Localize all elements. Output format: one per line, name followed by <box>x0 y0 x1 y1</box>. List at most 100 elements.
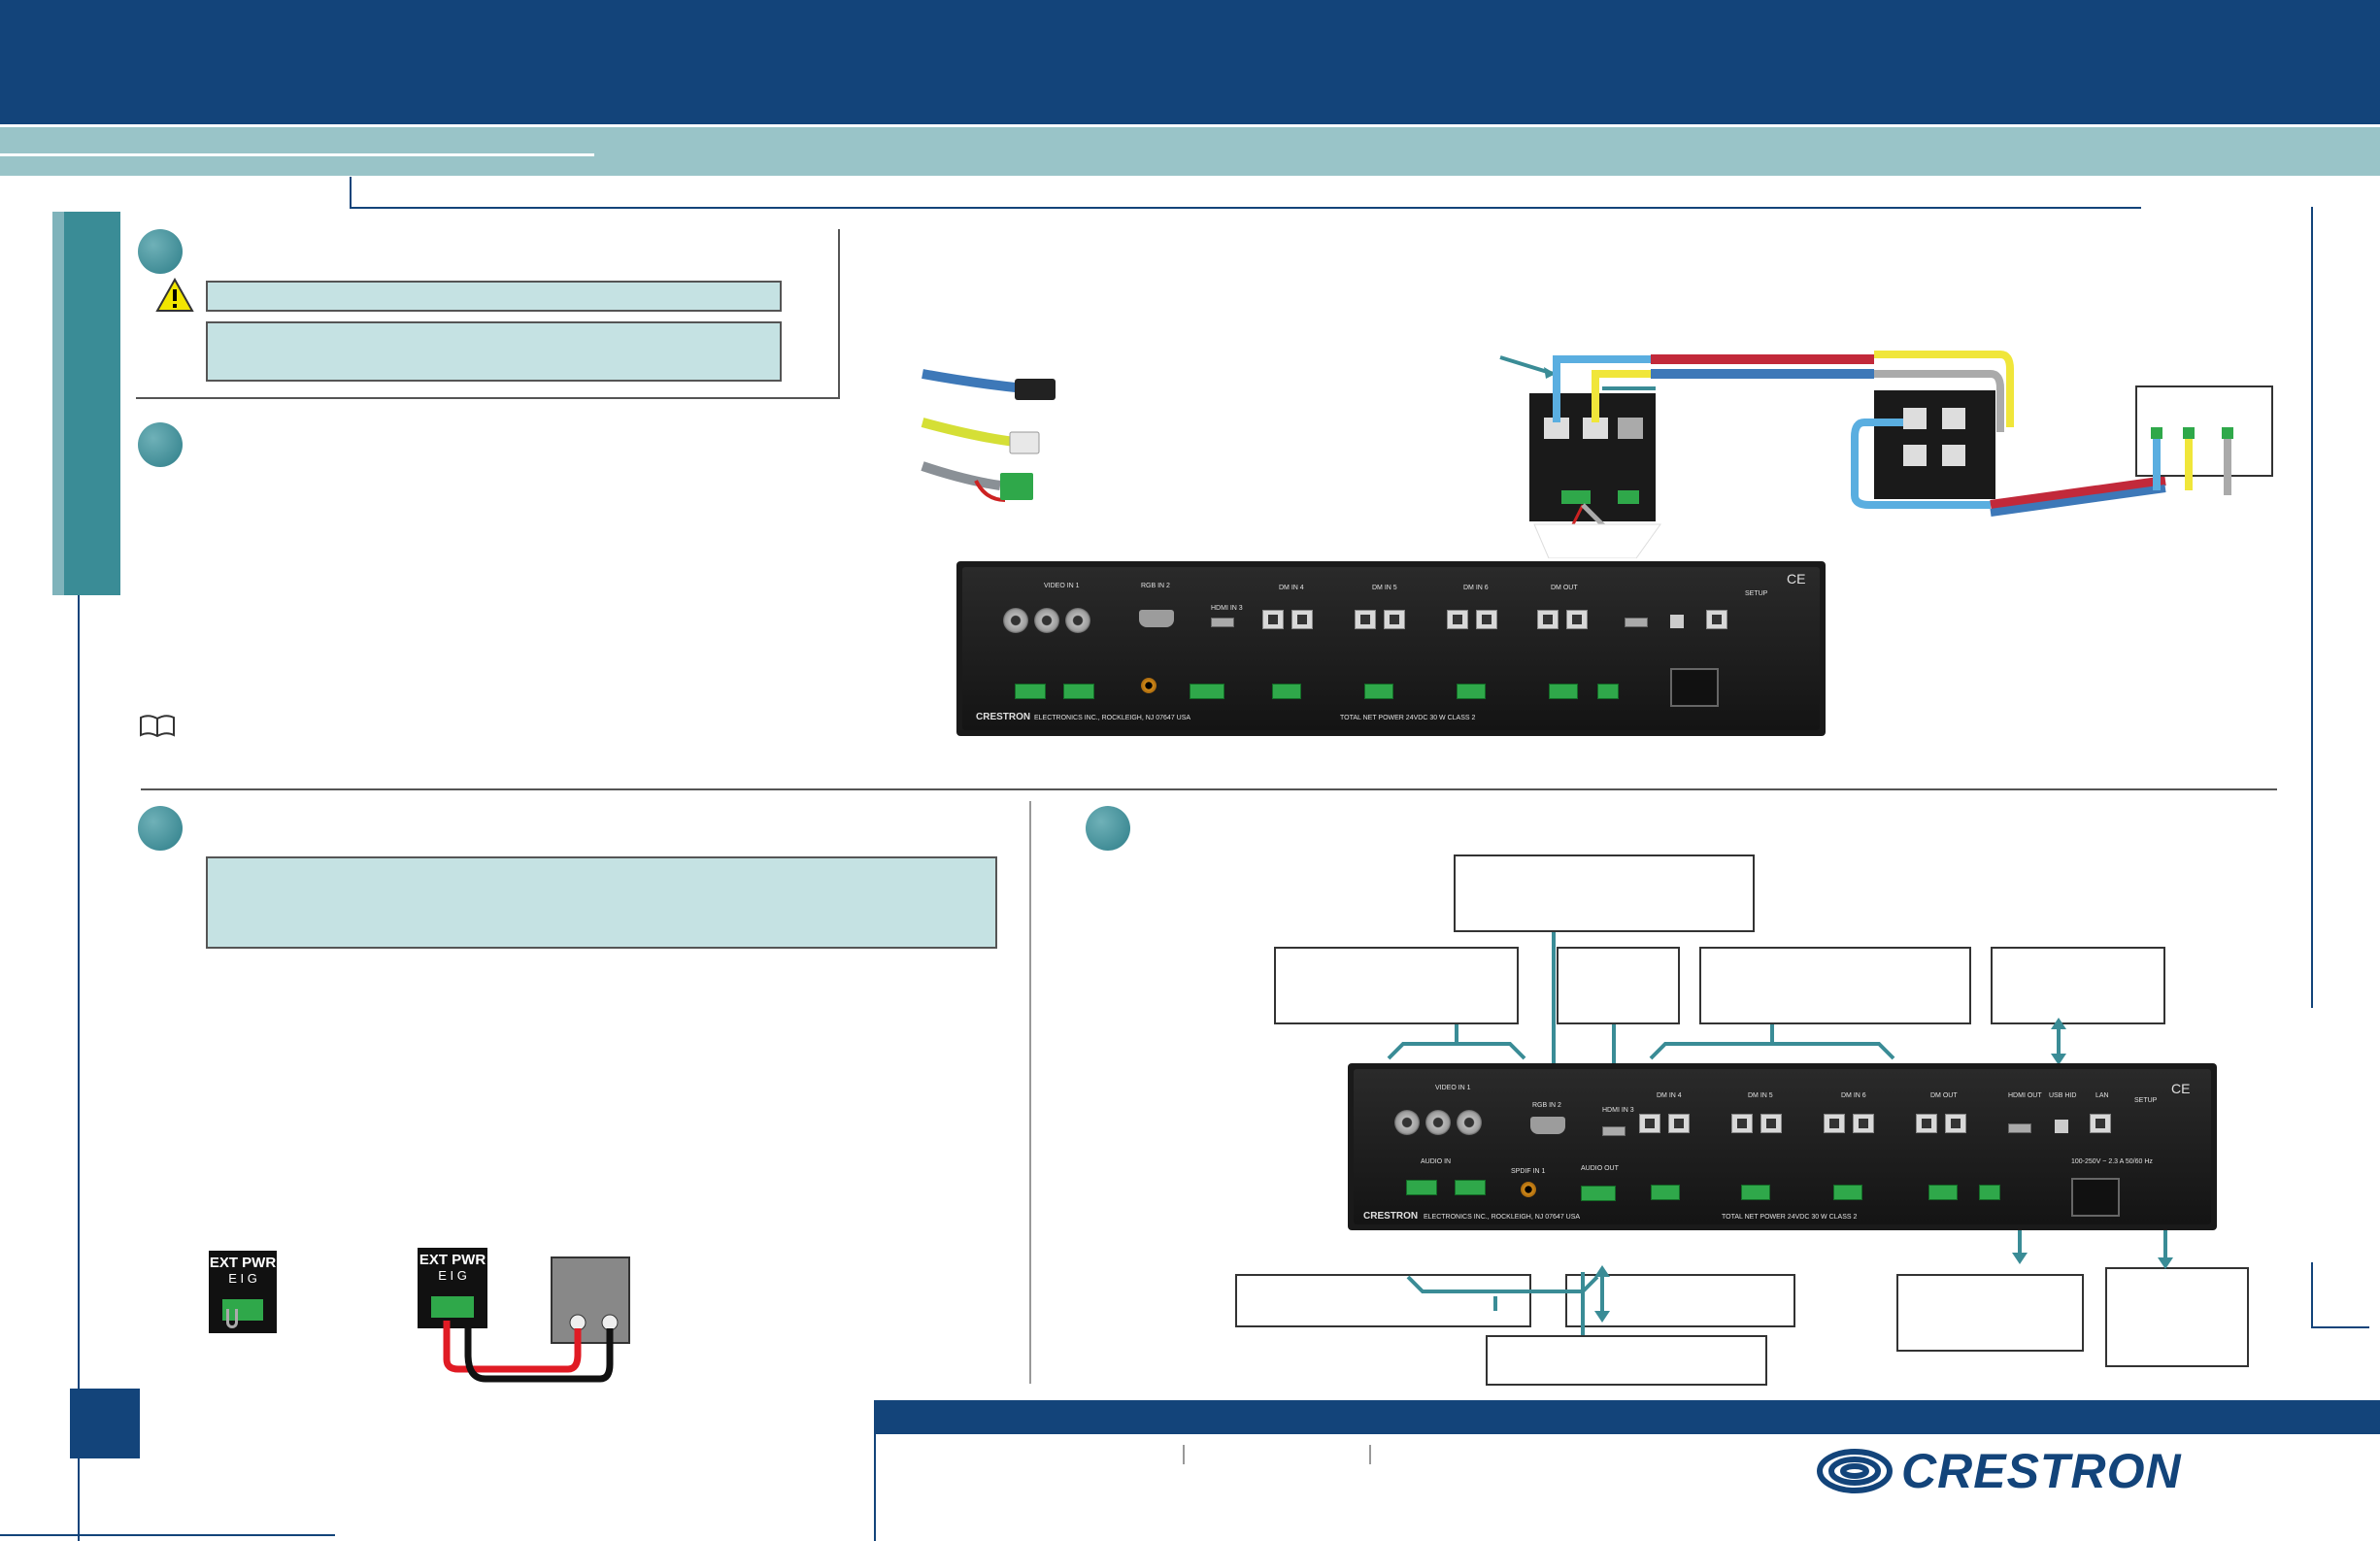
rj45-port <box>1262 610 1284 629</box>
device-rear-panel-bottom: VIDEO IN 1 RGB IN 2 HDMI IN 3 DM IN 4 DM… <box>1348 1063 2217 1230</box>
address-text: ELECTRONICS INC., ROCKLEIGH, NJ 07647 US… <box>1034 715 1191 721</box>
hdmi-in-port <box>1602 1126 1626 1136</box>
power-inlet <box>2071 1178 2120 1217</box>
lan-port <box>1706 610 1727 629</box>
callout-box <box>1991 947 2165 1024</box>
audio-in-terminal <box>1406 1180 1437 1195</box>
bnc-connector-pb <box>1425 1110 1451 1135</box>
brand-mark: CRESTRON <box>976 712 1031 722</box>
rgb-port <box>1139 610 1174 627</box>
terminal-block <box>1457 684 1486 699</box>
frame-rule <box>2311 207 2313 1008</box>
ext-pwr-terminal <box>1979 1185 2000 1200</box>
label-usb-hid: USB HID <box>2049 1092 2077 1099</box>
label-rgb-in: RGB IN 2 <box>1141 583 1170 589</box>
bnc-connector-pr <box>1065 608 1090 633</box>
ext-pwr-pins: E I G <box>228 1271 257 1286</box>
callout-box <box>1274 947 1519 1024</box>
crestron-wordmark: CRESTRON <box>1901 1444 2182 1498</box>
hdmi-in-port <box>1211 618 1234 627</box>
audio-out-terminal <box>1190 684 1224 699</box>
label-dm-in-4: DM IN 4 <box>1279 585 1304 591</box>
bnc-connector-pr <box>1457 1110 1482 1135</box>
terminal-block <box>1833 1185 1862 1200</box>
lan-port <box>2090 1114 2111 1133</box>
usb-port <box>2055 1120 2068 1133</box>
note-box <box>206 856 997 949</box>
terminal-block <box>1651 1185 1680 1200</box>
label-hdmi-out: HDMI OUT <box>2008 1092 2042 1099</box>
rj45-port <box>1639 1114 1660 1133</box>
warning-note-box <box>206 321 782 382</box>
subheader-rule <box>0 153 594 156</box>
label-spdif-in: SPDIF IN 1 <box>1511 1168 1546 1175</box>
frame-rule <box>2311 1326 2369 1328</box>
label-rgb-in: RGB IN 2 <box>1532 1102 1561 1109</box>
frame-rule <box>78 359 80 1541</box>
frame-rule <box>0 1534 335 1536</box>
rj45-port <box>1731 1114 1753 1133</box>
rj45-port <box>1824 1114 1845 1133</box>
frame-rule <box>350 177 352 209</box>
audio-in-terminal <box>1015 684 1046 699</box>
footer-separator <box>1369 1445 1371 1464</box>
terminal-block <box>1364 684 1393 699</box>
hdmi-out-port <box>1625 618 1648 627</box>
frame-rule <box>2311 1262 2313 1328</box>
bnc-connector-y <box>1003 608 1028 633</box>
label-dm-in-5: DM IN 5 <box>1372 585 1397 591</box>
footer-separator <box>1183 1445 1185 1464</box>
power-rating-text: TOTAL NET POWER 24VDC 30 W CLASS 2 <box>1340 715 1476 721</box>
spdif-connector <box>1521 1182 1536 1197</box>
rj45-port <box>1355 610 1376 629</box>
cables-illustration <box>921 369 1056 502</box>
section-divider <box>141 788 2277 790</box>
step-circle <box>138 806 183 851</box>
label-dm-in-6: DM IN 6 <box>1463 585 1489 591</box>
rj45-port <box>1853 1114 1874 1133</box>
rj45-port <box>1760 1114 1782 1133</box>
label-hdmi-in: HDMI IN 3 <box>1211 605 1243 612</box>
rj45-port <box>1945 1114 1966 1133</box>
callout-box <box>1557 947 1680 1024</box>
step-circle <box>138 422 183 467</box>
callout-box <box>1486 1335 1767 1386</box>
brand-mark: CRESTRON <box>1363 1211 1419 1222</box>
power-supply-wiring <box>443 1256 630 1383</box>
audio-in-terminal <box>1455 1180 1486 1195</box>
header-band <box>0 0 2380 124</box>
footer-band <box>874 1400 2380 1434</box>
footer-page-block <box>70 1389 140 1458</box>
label-lan: LAN <box>2095 1092 2109 1099</box>
terminal-block <box>1549 684 1578 699</box>
label-dm-out: DM OUT <box>1930 1092 1958 1099</box>
rj45-port <box>1566 610 1588 629</box>
terminal-block <box>1741 1185 1770 1200</box>
hdmi-out-port <box>2008 1123 2031 1133</box>
usb-port <box>1670 615 1684 628</box>
step-circle <box>138 229 183 274</box>
label-audio-in: AUDIO IN <box>1421 1158 1452 1165</box>
label-dm-in-5: DM IN 5 <box>1748 1092 1773 1099</box>
label-dm-in-4: DM IN 4 <box>1657 1092 1682 1099</box>
device-rear-panel-top: VIDEO IN 1 RGB IN 2 HDMI IN 3 DM IN 4 DM… <box>956 561 1826 736</box>
section-box <box>136 229 840 399</box>
subheader-band <box>0 127 2380 176</box>
callout-box <box>1454 854 1755 932</box>
frame-rule <box>350 207 2141 209</box>
audio-in-terminal <box>1063 684 1094 699</box>
power-inlet <box>1670 668 1719 707</box>
rj45-port <box>1384 610 1405 629</box>
ce-mark: CE <box>1787 571 1806 586</box>
spdif-connector <box>1141 678 1156 693</box>
callout-box <box>1699 947 1971 1024</box>
warning-heading-box <box>206 281 782 312</box>
label-dm-in-6: DM IN 6 <box>1841 1092 1866 1099</box>
label-hdmi-in: HDMI IN 3 <box>1602 1107 1634 1114</box>
callout-box <box>2105 1267 2249 1367</box>
rj45-port <box>1537 610 1559 629</box>
label-setup: SETUP <box>2134 1097 2158 1104</box>
ext-pwr-title: EXT PWR <box>209 1255 277 1271</box>
ce-mark: CE <box>2171 1081 2191 1096</box>
caution-triangle-icon <box>155 278 194 312</box>
